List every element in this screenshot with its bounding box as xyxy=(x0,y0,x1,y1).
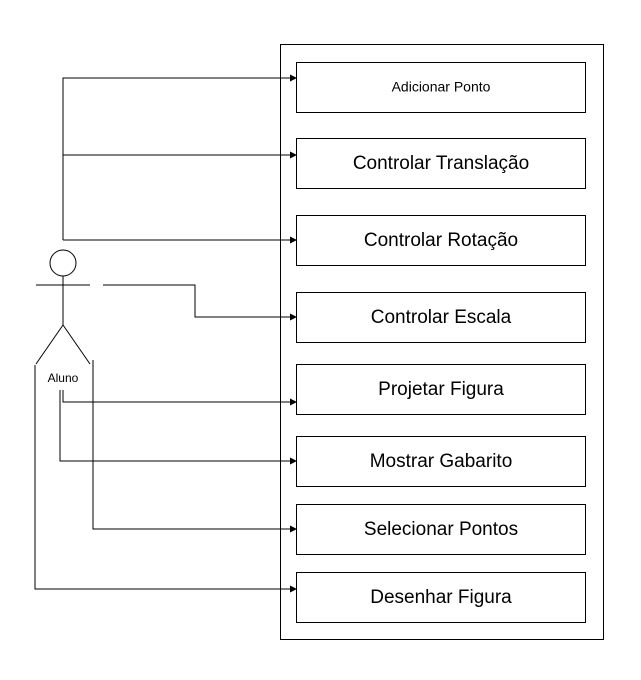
use-case-box[interactable] xyxy=(296,572,586,623)
use-case-box[interactable] xyxy=(296,292,586,343)
use-case-box[interactable] xyxy=(296,138,586,189)
use-case-controlar-rotacao[interactable]: Controlar Rotação xyxy=(296,215,586,266)
connector-selecionar-pontos xyxy=(92,360,292,530)
arrowhead-selecionar-pontos xyxy=(290,525,297,533)
connector-adicionar-ponto xyxy=(62,77,292,240)
connector-projetar-figura xyxy=(62,390,292,403)
use-case-adicionar-ponto[interactable]: Adicionar Ponto xyxy=(296,62,586,113)
use-case-label: Controlar Rotação xyxy=(364,230,518,251)
use-case-mostrar-gabarito[interactable]: Mostrar Gabarito xyxy=(296,436,586,487)
use-case-controlar-translacao[interactable]: Controlar Translação xyxy=(296,138,586,189)
arrowhead-projetar-figura xyxy=(290,398,297,406)
use-case-label: Mostrar Gabarito xyxy=(370,451,513,472)
use-case-box[interactable] xyxy=(296,436,586,487)
actor-label: Aluno xyxy=(48,371,79,385)
actor-head xyxy=(49,249,77,277)
use-case-box[interactable] xyxy=(296,62,586,113)
connector-controlar-escala xyxy=(103,284,292,318)
use-case-box[interactable] xyxy=(296,364,586,415)
actor-left-leg xyxy=(35,324,64,365)
use-case-label: Projetar Figura xyxy=(378,379,504,400)
arrowhead-controlar-translacao xyxy=(290,151,297,159)
use-case-selecionar-pontos[interactable]: Selecionar Pontos xyxy=(296,504,586,555)
use-case-controlar-escala[interactable]: Controlar Escala xyxy=(296,292,586,343)
connector-mostrar-gabarito xyxy=(59,390,292,462)
use-case-desenhar-figura[interactable]: Desenhar Figura xyxy=(296,572,586,623)
use-case-box[interactable] xyxy=(296,504,586,555)
connectors xyxy=(34,74,297,593)
use-case-label: Selecionar Pontos xyxy=(364,519,518,540)
use-case-label: Adicionar Ponto xyxy=(392,79,491,95)
arrowhead-desenhar-figura xyxy=(290,585,297,593)
arrowhead-controlar-escala xyxy=(290,313,297,321)
arrowhead-mostrar-gabarito xyxy=(290,457,297,465)
use-case-projetar-figura[interactable]: Projetar Figura xyxy=(296,364,586,415)
actor-aluno: Aluno xyxy=(35,249,91,385)
connector-desenhar-figura xyxy=(34,365,292,590)
use-case-label: Controlar Translação xyxy=(353,153,529,174)
arrowhead-controlar-rotacao xyxy=(290,236,297,244)
use-case-label: Desenhar Figura xyxy=(370,587,512,608)
use-case-box[interactable] xyxy=(296,215,586,266)
arrowhead-adicionar-ponto xyxy=(290,74,297,82)
actor-right-leg xyxy=(62,324,91,365)
use-case-label: Controlar Escala xyxy=(371,307,512,328)
